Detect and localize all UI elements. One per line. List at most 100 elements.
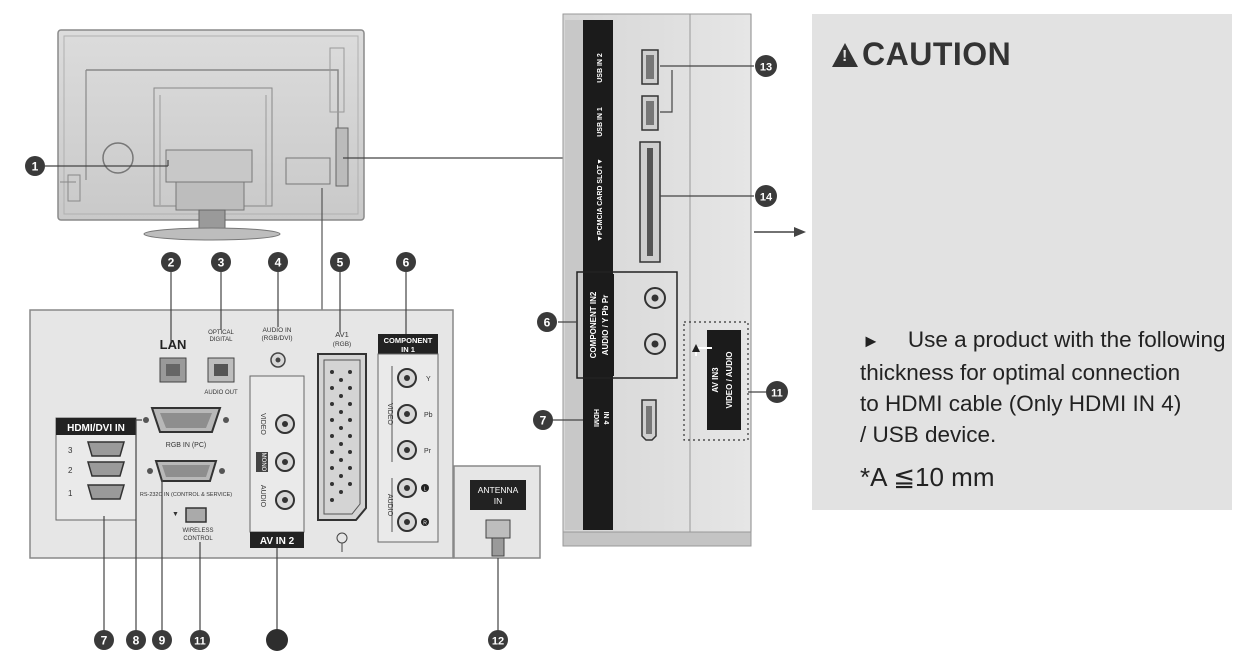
callout-6: 6 [396,252,416,272]
tv-rear-view [57,29,563,310]
hdmi-num-2: 2 [68,466,73,475]
scart-symbol-icon [336,532,348,552]
optical-audio-out-port[interactable] [207,357,235,383]
callout-2: 2 [161,252,181,272]
component-audio-l-jack[interactable] [397,478,417,498]
side-panel: USB IN 2 USB IN 1 ▼PCMCIA CARD SLOT▼ COM… [562,13,752,547]
component-audio-r-jack[interactable] [397,512,417,532]
svg-text:14: 14 [760,192,773,204]
antenna-panel: ANTENNA IN [453,465,541,559]
caution-title: ! CAUTION [832,36,1011,73]
component-in2-sub-label: AUDIO / Y Pb Pr [601,295,610,356]
lan-port[interactable] [159,357,187,383]
caution-line-2: thickness for optimal connection [860,360,1181,385]
svg-text:3: 3 [218,256,225,270]
caution-line-3: to HDMI cable (Only HDMI IN 4) [860,391,1182,416]
av-in2-video-jack[interactable] [275,414,295,434]
antenna-label-a: ANTENNA [478,485,519,495]
optical-label-bottom: DIGITAL [210,337,234,343]
arrow-to-caution-icon [754,227,806,237]
av1-scart-port[interactable] [317,353,367,521]
av-in2-audio-l-jack[interactable] [275,452,295,472]
caution-line-1: Use a product with the following [907,327,1226,352]
svg-text:1: 1 [32,160,39,174]
hdmi-num-3: 3 [68,446,73,455]
av-in2-mono-label: MONO [260,453,266,472]
component-in2-jack[interactable] [644,287,666,309]
audio-in-label: AUDIO IN [263,327,292,334]
svg-text:7: 7 [540,414,547,428]
callout-6-side: 6 [537,312,557,332]
av-in2-audio-r-jack[interactable] [275,490,295,510]
rgb-in-pc-label: RGB IN (PC) [166,442,206,449]
antenna-in-port[interactable] [485,519,511,557]
av-in2-video-label: VIDEO [259,413,266,435]
hdmi-port-3[interactable] [87,441,125,457]
svg-text:5: 5 [337,256,344,270]
svg-text:9: 9 [159,634,166,648]
svg-text:6: 6 [403,256,410,270]
component-pb-jack[interactable] [397,404,417,424]
component-video-label: VIDEO [386,403,393,425]
callout-9: 9 [152,630,172,650]
caution-note: ► Use a product with the following thickn… [860,324,1240,450]
warning-triangle-icon: ! [832,42,858,67]
lan-label: LAN [160,337,187,352]
av1-label: AV1 [335,330,349,339]
svg-text:8: 8 [133,634,140,648]
rgb-in-pc-port[interactable] [150,407,222,433]
component-y-jack[interactable] [397,368,417,388]
wireless-label-a: WIRELESS [182,528,213,534]
callout-5: 5 [330,252,350,272]
av-in3-jack[interactable] [644,333,666,355]
hdmi-port-2[interactable] [87,461,125,477]
audio-in-rgb-dvi-jack[interactable] [270,352,286,368]
usb-in2-port[interactable] [641,49,659,85]
callout-av-in2-blank [266,629,288,651]
svg-text:11: 11 [194,636,206,648]
component-in1-label-a: COMPONENT [384,336,433,345]
component-r-label: R [423,521,427,527]
component-l-label: L [424,487,427,493]
callout-7-side: 7 [533,410,553,430]
component-pr-label: Pr [424,448,432,455]
svg-text:4: 4 [275,256,282,270]
wireless-arrow-icon: ▼ [172,511,179,518]
callout-11-rear: 11 [190,630,210,650]
rs232c-port[interactable] [154,460,218,482]
component-audio-label: AUDIO [386,494,393,517]
wireless-label-b: CONTROL [183,536,213,542]
hdmi-port-1[interactable] [87,484,125,500]
caution-panel: ! CAUTION ► Use a product with the follow… [812,14,1232,510]
svg-text:11: 11 [771,388,783,400]
svg-text:7: 7 [101,634,108,648]
usb-in1-label: USB IN 1 [597,107,604,137]
callout-14: 14 [755,185,777,207]
caution-title-text: CAUTION [862,36,1012,72]
component-pr-jack[interactable] [397,440,417,460]
wireless-control-port[interactable] [185,507,207,523]
caution-line-4: / USB device. [860,422,997,447]
callout-3: 3 [211,252,231,272]
optical-label-top: OPTICAL [208,330,234,336]
bullet-arrow-icon: ► [862,331,880,351]
component-in2-label: COMPONENT IN2 [589,291,598,358]
av-in3-label: AV IN3 [711,367,720,393]
pcmcia-label: ▼PCMCIA CARD SLOT▼ [597,158,604,242]
callout-12: 12 [488,630,508,650]
component-in1-label-b: IN 1 [401,345,415,354]
callout-4: 4 [268,252,288,272]
hdmi-dvi-in-label: HDMI/DVI IN [67,423,125,434]
svg-text:2: 2 [168,256,175,270]
pcmcia-card-slot[interactable] [639,141,661,263]
hdmi-num-1: 1 [68,489,73,498]
back-panel: LAN OPTICAL DIGITAL AUDIO OUT AUDIO IN (… [29,309,454,559]
usb-in1-port[interactable] [641,95,659,131]
hdmi-in4-port[interactable] [641,399,657,441]
callout-leaders [45,65,766,632]
hdmi-in4-label-a: HDMI [592,409,599,427]
hdmi-in4-label-b: IN 4 [602,412,609,425]
svg-text:13: 13 [760,62,772,74]
audio-in-sub-label: (RGB/DVI) [261,335,292,342]
callout-1: 1 [25,156,45,176]
